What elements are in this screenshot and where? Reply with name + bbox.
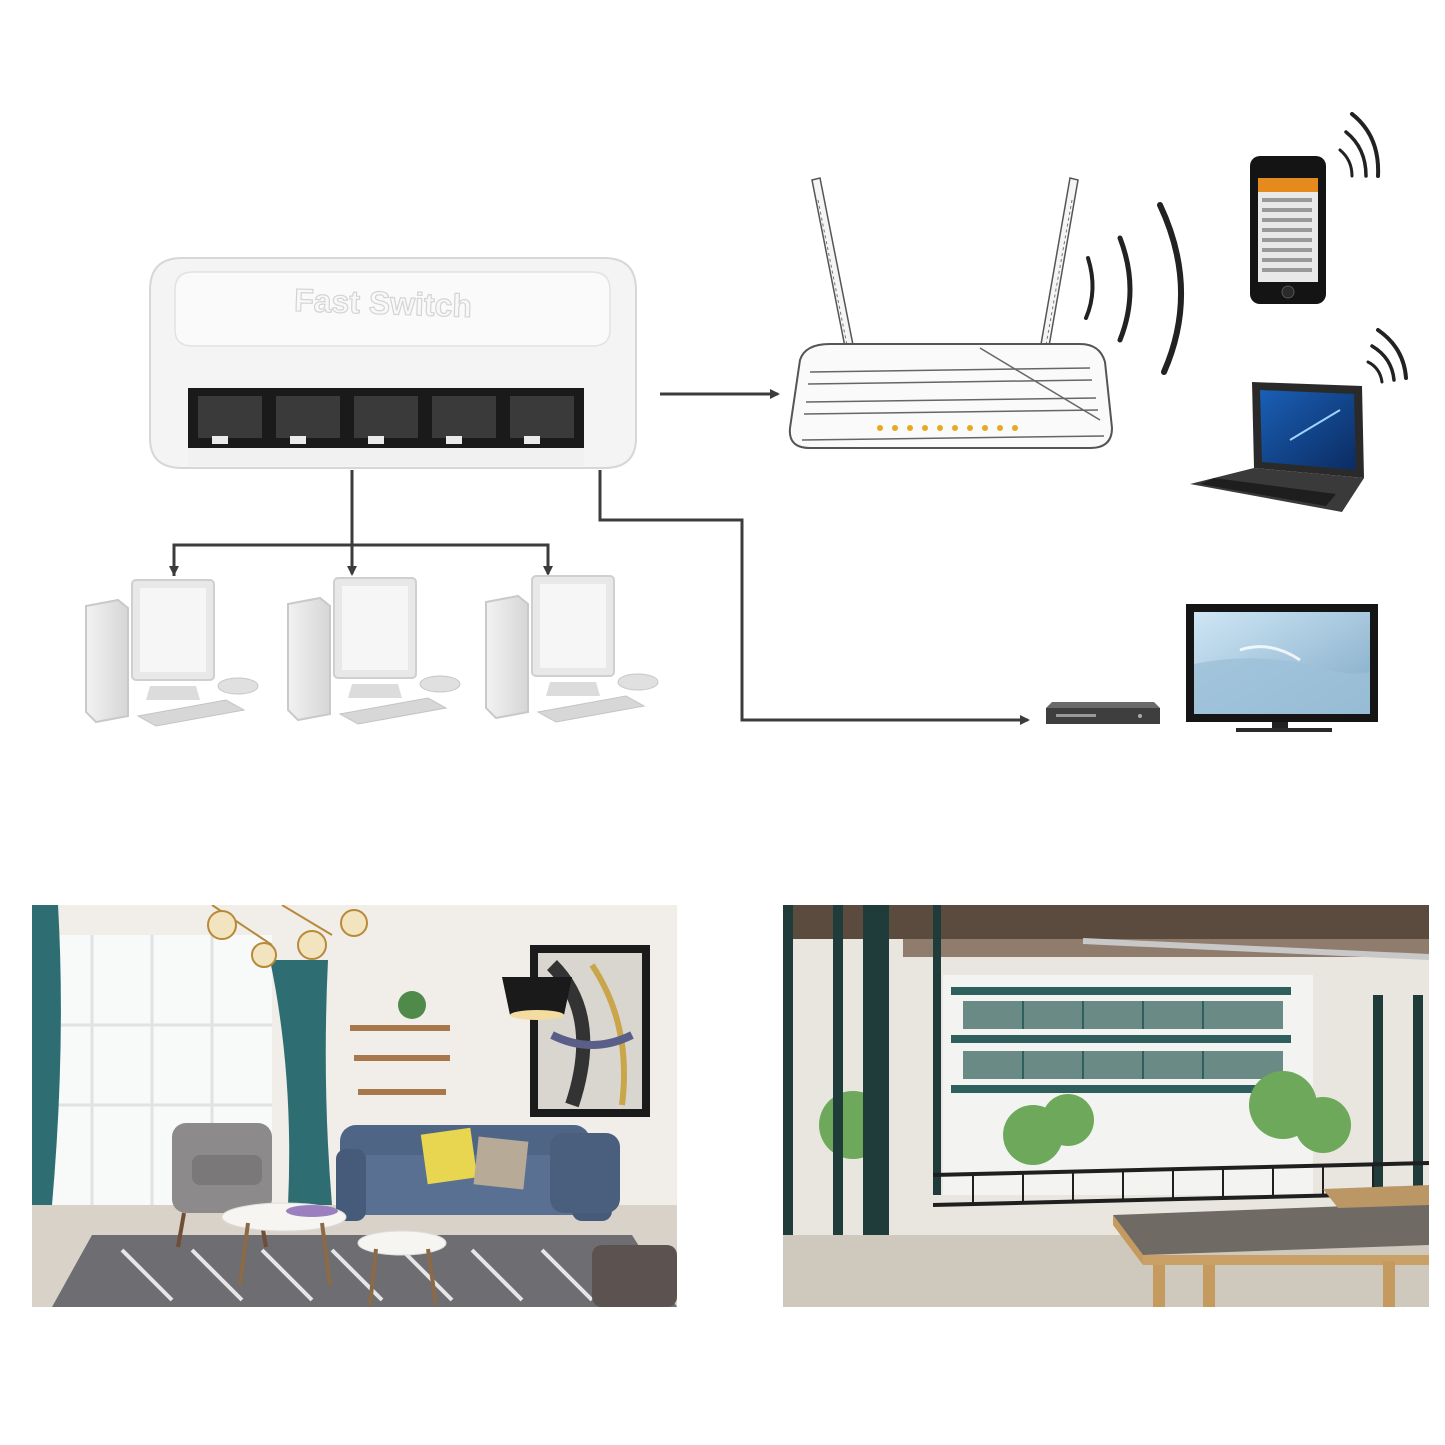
desktop-computer-icon xyxy=(85,575,659,727)
set-top-box-icon xyxy=(1046,702,1160,724)
arrow-to-computers xyxy=(172,470,354,576)
laptop-icon xyxy=(1190,382,1364,512)
arrow-to-computer-3 xyxy=(352,543,553,576)
sofa xyxy=(336,1125,620,1221)
workbench-tables xyxy=(1113,1185,1429,1307)
living-room-photo xyxy=(32,905,677,1307)
switch-label: Fast Switch xyxy=(294,282,473,324)
arrow-to-set-top-box xyxy=(598,470,1030,725)
curtain-left xyxy=(32,905,61,1205)
office-balcony-photo xyxy=(783,905,1429,1307)
network-topology-diagram: Fast Switch xyxy=(85,112,1408,732)
chandelier xyxy=(207,905,368,968)
smartphone-icon xyxy=(1250,156,1326,304)
wifi-router-icon xyxy=(788,177,1114,449)
connection-arrows xyxy=(169,389,1030,725)
coffee-tables xyxy=(221,1202,447,1306)
television-icon xyxy=(1186,604,1378,732)
curtain-right xyxy=(270,960,332,1205)
wifi-waves-icon xyxy=(1084,112,1408,384)
network-switch-icon: Fast Switch xyxy=(149,257,637,469)
